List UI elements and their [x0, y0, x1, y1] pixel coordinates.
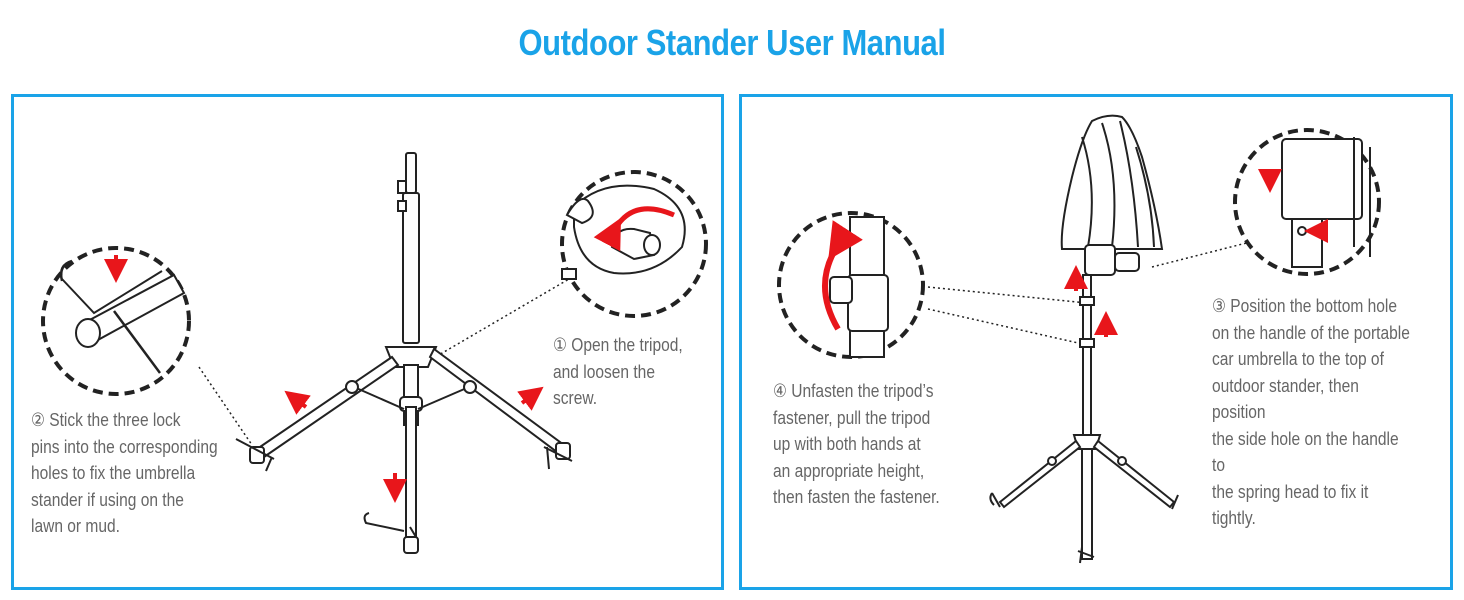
step-1-text: ① Open the tripod, and loosen the screw. — [553, 334, 683, 408]
screw-detail — [560, 170, 708, 318]
folded-umbrella — [1060, 114, 1164, 276]
tripod-pole — [384, 152, 438, 426]
stander-pole — [989, 274, 1179, 564]
lock-pins — [235, 438, 573, 538]
fastener-detail — [777, 211, 925, 359]
spring-head-detail — [1233, 128, 1381, 276]
red-arrow-icon — [1064, 265, 1118, 337]
panel-open-tripod: ① Open the tripod, and loosen the screw.… — [11, 94, 724, 590]
step-4-text: ④ Unfasten the tripod’s fastener, pull t… — [773, 380, 940, 507]
step-3-text: ③ Position the bottom hole on the handle… — [1212, 295, 1410, 528]
tripod-illustration — [41, 152, 708, 554]
umbrella-on-stander — [777, 114, 1381, 564]
manual-title: Outdoor Stander User Manual — [518, 22, 946, 63]
step-2-text: ② Stick the three lock pins into the cor… — [31, 409, 218, 536]
panel-mount-umbrella: ③ Position the bottom hole on the handle… — [739, 94, 1453, 590]
red-arrow-icon — [284, 386, 544, 503]
lock-pin-detail — [41, 246, 191, 396]
